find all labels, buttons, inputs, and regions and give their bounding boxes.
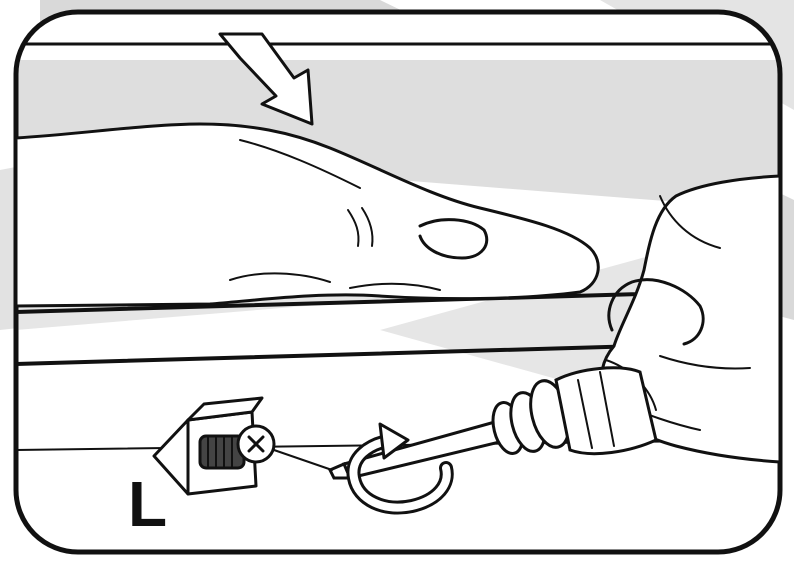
part-label: L xyxy=(128,468,167,540)
